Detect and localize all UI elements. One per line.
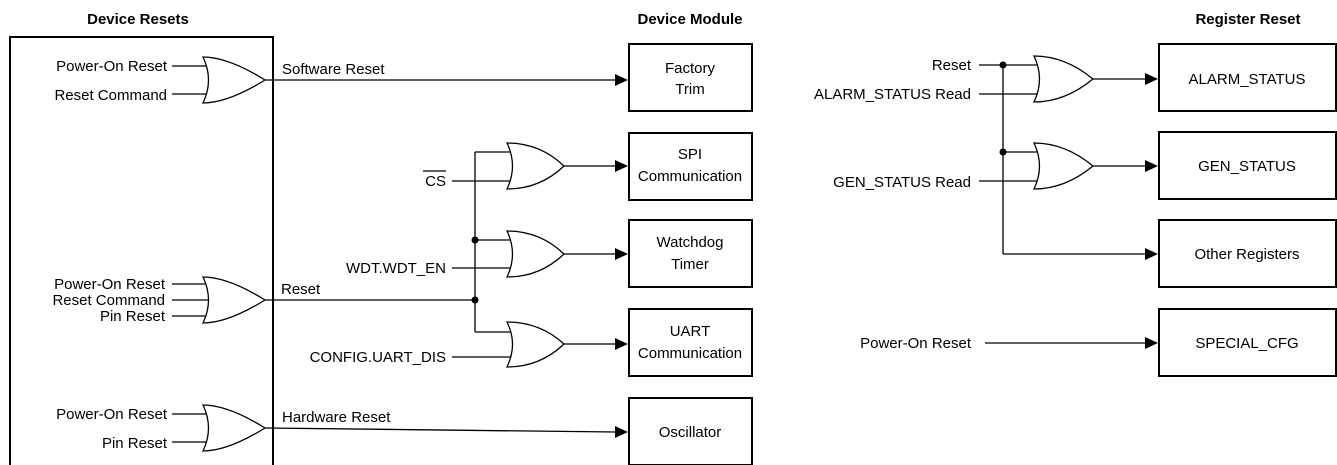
arrow-icon — [615, 74, 628, 86]
factory-trim-line1: Factory — [665, 60, 716, 77]
module-uart: UART Communication — [628, 308, 753, 377]
register-reset-wiring — [979, 61, 1158, 349]
or-gate-reset — [172, 276, 267, 324]
factory-trim-line2: Trim — [675, 81, 704, 98]
label-g2-reset-command: Reset Command — [52, 292, 165, 309]
or-gate-gen-status — [1032, 142, 1158, 190]
uart-line1: UART — [670, 323, 711, 340]
watchdog-line2: Timer — [671, 256, 709, 273]
label-hardware-reset: Hardware Reset — [282, 409, 391, 426]
label-cs: CS — [425, 173, 446, 190]
spi-line1: SPI — [678, 146, 702, 163]
register-gen-status: GEN_STATUS — [1158, 131, 1337, 200]
label-reset: Reset — [281, 281, 321, 298]
module-watchdog: Watchdog Timer — [628, 219, 753, 288]
module-oscillator: Oscillator — [628, 397, 753, 465]
label-g1-reset-command: Reset Command — [54, 87, 167, 104]
or-gate-watchdog — [452, 230, 628, 278]
header-register-reset: Register Reset — [1195, 11, 1300, 28]
gen-status-label: GEN_STATUS — [1198, 158, 1296, 175]
module-spi: SPI Communication — [628, 132, 753, 201]
alarm-status-label: ALARM_STATUS — [1189, 71, 1306, 88]
label-reg-reset: Reset — [932, 57, 972, 74]
header-device-resets: Device Resets — [87, 11, 189, 28]
label-uart-dis: CONFIG.UART_DIS — [310, 349, 446, 366]
watchdog-line1: Watchdog — [657, 234, 724, 251]
register-alarm-status: ALARM_STATUS — [1158, 43, 1337, 112]
label-wdt-en: WDT.WDT_EN — [346, 260, 446, 277]
label-power-on-reset: Power-On Reset — [860, 335, 972, 352]
label-g2-power-on-reset: Power-On Reset — [54, 276, 166, 293]
device-resets-box — [9, 36, 274, 465]
or-gate-hardware-reset — [172, 404, 267, 452]
header-device-module: Device Module — [637, 11, 742, 28]
label-g3-power-on-reset: Power-On Reset — [56, 406, 168, 423]
uart-line2: Communication — [638, 345, 742, 362]
module-factory-trim: Factory Trim — [628, 43, 753, 112]
label-g3-pin-reset: Pin Reset — [102, 435, 168, 452]
oscillator-line1: Oscillator — [659, 424, 722, 441]
label-gen-status-read: GEN_STATUS Read — [833, 174, 971, 191]
special-cfg-label: SPECIAL_CFG — [1195, 335, 1298, 352]
label-g2-pin-reset: Pin Reset — [100, 308, 166, 325]
register-special-cfg: SPECIAL_CFG — [1158, 308, 1337, 377]
arrow-icon — [615, 426, 628, 438]
or-gate-uart — [452, 321, 628, 368]
or-gate-alarm-status — [1032, 55, 1158, 103]
or-gate-spi — [452, 142, 628, 190]
register-other: Other Registers — [1158, 219, 1337, 288]
reset-bus — [471, 151, 514, 333]
spi-line2: Communication — [638, 168, 742, 185]
or-gate-software-reset — [172, 56, 267, 104]
other-registers-label: Other Registers — [1194, 246, 1299, 263]
hardware-reset-wire — [264, 427, 616, 433]
label-g1-power-on-reset: Power-On Reset — [56, 58, 168, 75]
label-software-reset: Software Reset — [282, 61, 385, 78]
label-alarm-status-read: ALARM_STATUS Read — [814, 86, 971, 103]
